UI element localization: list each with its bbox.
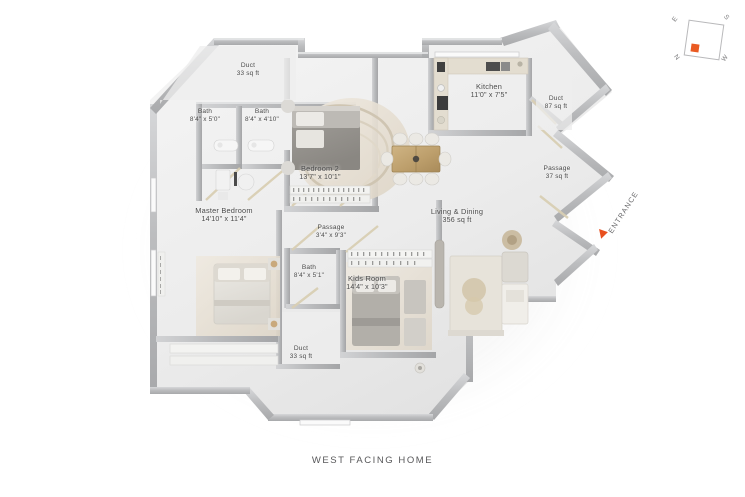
compass-rose: E S N W — [671, 8, 734, 70]
furniture-dining — [380, 132, 452, 186]
furniture-bedroom-2 — [281, 98, 410, 204]
duct-fills — [160, 46, 572, 364]
compass-west-label: W — [720, 53, 730, 64]
entrance-marker: ENTRANCE — [599, 190, 670, 268]
compass-south-label: S — [722, 13, 731, 22]
compass-position-marker-icon — [690, 43, 700, 53]
furniture-baths — [213, 139, 275, 200]
windows — [150, 51, 520, 426]
wall-highlights — [196, 38, 502, 104]
furniture-kitchen — [433, 57, 529, 131]
compass-east-label: E — [671, 15, 680, 24]
furniture-kids-room — [346, 249, 433, 374]
compass-north-label: N — [672, 53, 681, 62]
compass-box-icon — [683, 19, 725, 61]
furniture-master-bedroom — [157, 251, 280, 366]
plan-caption: WEST FACING HOME — [311, 455, 434, 466]
furniture-living-room — [434, 230, 529, 336]
